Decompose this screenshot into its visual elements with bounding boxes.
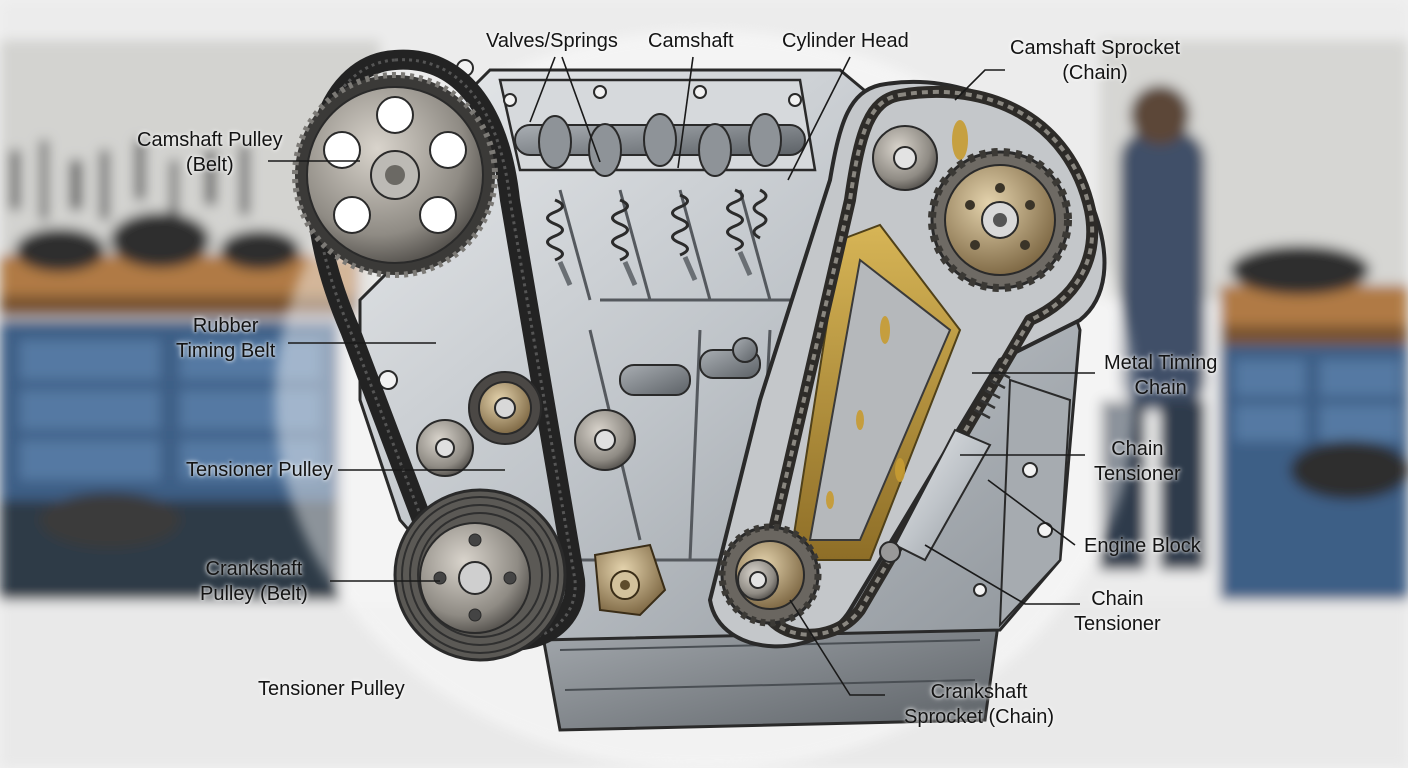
label-tensioner-pulley-lower: Tensioner Pulley <box>258 678 405 700</box>
chain-drive <box>707 79 1107 649</box>
label-engine-block: Engine Block <box>1084 535 1201 557</box>
camshaft-assembly <box>514 113 806 286</box>
chain-tensioner-part <box>879 368 1011 563</box>
label-rubber-timing-belt: Rubber Timing Belt <box>176 315 276 362</box>
label-camshaft: Camshaft <box>648 30 734 52</box>
label-crankshaft-sprocket: Crankshaft Sprocket (Chain) <box>904 681 1055 728</box>
toothed-pulley-icon <box>292 72 498 278</box>
sprocket-icon <box>928 148 1072 292</box>
bronze-pump <box>593 543 667 617</box>
label-crankshaft-pulley: Crankshaft Pulley (Belt) <box>200 558 308 605</box>
label-chain-tensioner-upper: Chain Tensioner <box>1094 438 1181 485</box>
leader-lines <box>268 56 1095 696</box>
belt-drive <box>292 49 636 662</box>
label-tensioner-pulley-upper: Tensioner Pulley <box>186 459 333 481</box>
label-camshaft-pulley: Camshaft Pulley (Belt) <box>137 129 283 176</box>
label-chain-tensioner-lower: Chain Tensioner <box>1074 588 1161 635</box>
label-camshaft-sprocket: Camshaft Sprocket (Chain) <box>1010 37 1181 84</box>
label-metal-timing-chain: Metal Timing Chain <box>1104 352 1218 399</box>
label-cylinder-head: Cylinder Head <box>782 30 909 52</box>
label-valves-springs: Valves/Springs <box>486 30 618 52</box>
